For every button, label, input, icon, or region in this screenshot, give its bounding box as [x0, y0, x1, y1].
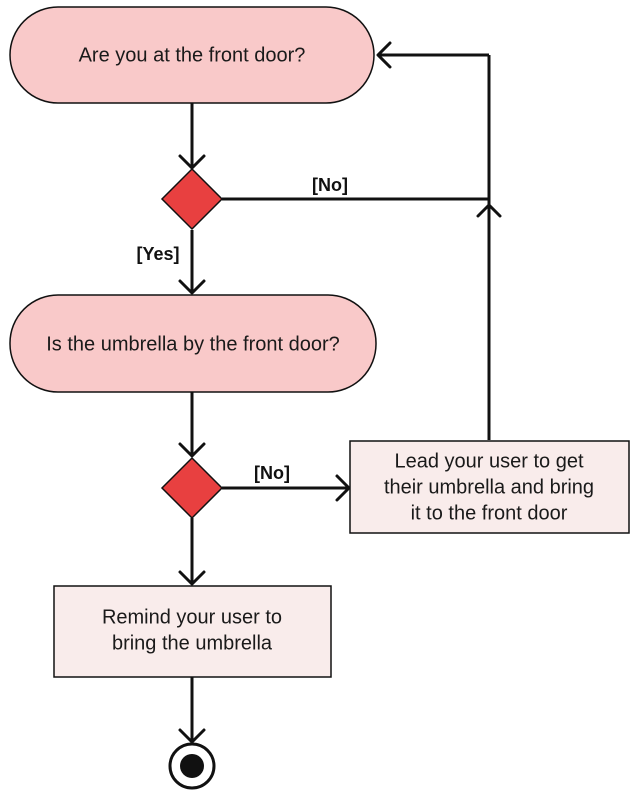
- arrowhead-loop-up: [476, 203, 502, 218]
- action-lead-user-line-3: it to the front door: [411, 502, 568, 524]
- label-decision2-no: [No]: [254, 463, 290, 483]
- activity-front-door-shape: [9, 6, 375, 104]
- action-lead-user: Lead your user to get their umbrella and…: [349, 440, 630, 534]
- label-decision1-yes: [Yes]: [136, 244, 179, 264]
- decision-diamond-2: [160, 456, 224, 520]
- arrowhead-into-front-door-question: [376, 41, 392, 69]
- action-remind-user-line-2: bring the umbrella: [112, 632, 273, 654]
- activity-umbrella-text: Is the umbrella by the front door?: [46, 333, 340, 355]
- action-lead-user-line-1: Lead your user to get: [394, 450, 583, 472]
- arrowhead-into-end-node: [178, 728, 206, 744]
- end-node: [168, 742, 216, 790]
- action-remind-user-shape: [53, 585, 332, 678]
- activity-umbrella-shape: [9, 294, 377, 393]
- action-remind-user-line-1: Remind your user to: [102, 606, 282, 628]
- arrowhead-into-decision2: [178, 442, 206, 458]
- activity-umbrella-question: Is the umbrella by the front door?: [9, 294, 377, 393]
- decision-diamond-1: [160, 167, 224, 231]
- activity-front-door-question: Are you at the front door?: [9, 6, 375, 104]
- action-lead-user-shape: [349, 440, 630, 534]
- arrowhead-into-lead-action: [335, 474, 351, 502]
- action-lead-user-line-2: their umbrella and bring: [384, 476, 594, 498]
- arrowhead-into-remind-action: [178, 570, 206, 586]
- end-node-dot: [180, 754, 204, 778]
- action-remind-user: Remind your user to bring the umbrella: [53, 585, 332, 678]
- activity-front-door-text: Are you at the front door?: [79, 44, 306, 66]
- label-decision1-no: [No]: [312, 175, 348, 195]
- arrowhead-into-umbrella-question: [178, 279, 206, 295]
